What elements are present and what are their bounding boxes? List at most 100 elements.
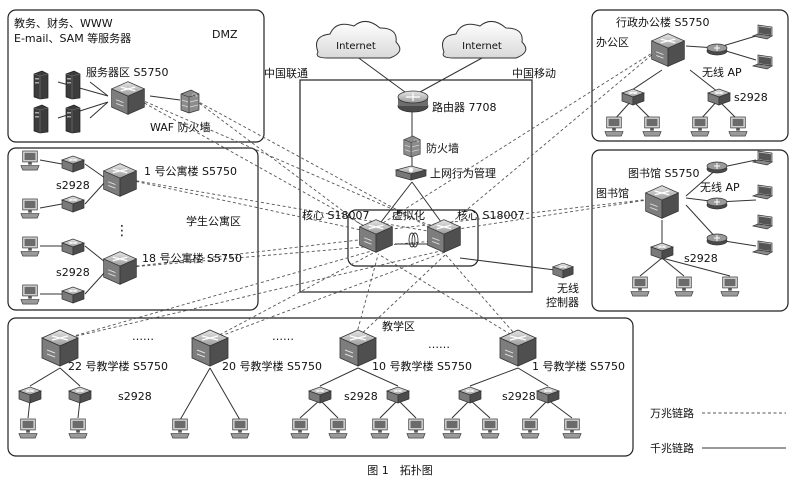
teaching-access-label-3: s2928 bbox=[502, 390, 536, 403]
legend-ten-gig-label: 万兆链路 bbox=[650, 406, 694, 420]
access-switch-icon bbox=[68, 386, 92, 404]
teaching-1-switch-icon bbox=[499, 329, 537, 367]
pc-icon bbox=[442, 418, 462, 439]
dorm-ellipsis: ⋮ bbox=[115, 223, 129, 239]
library-switch-icon bbox=[644, 185, 680, 219]
teaching-access-label-1: s2928 bbox=[118, 390, 152, 403]
router-icon bbox=[397, 90, 429, 113]
dorm-18-label: 18 号公寓楼 S5750 bbox=[142, 251, 242, 265]
pc-icon bbox=[20, 284, 40, 305]
pc-icon bbox=[230, 418, 250, 439]
teaching-22-label: 22 号教学楼 S5750 bbox=[68, 359, 168, 373]
dmz-label-line2: E-mail、SAM 等服务器 bbox=[14, 31, 131, 45]
pc-icon bbox=[18, 418, 38, 439]
pc-icon bbox=[290, 418, 310, 439]
laptop-icon bbox=[752, 240, 773, 256]
admin-ap-label: 无线 AP bbox=[702, 65, 742, 79]
access-switch-icon bbox=[536, 386, 560, 404]
core-switch-right-icon bbox=[426, 219, 462, 253]
dorm-access-label-1: s2928 bbox=[56, 179, 90, 192]
firewall-label: 防火墙 bbox=[426, 141, 459, 155]
wireless-controller-icon bbox=[552, 262, 574, 279]
internet-cloud-1: Internet bbox=[316, 21, 401, 59]
library-area-label: 图书馆 bbox=[596, 186, 629, 200]
teaching-10-label: 10 号教学楼 S5750 bbox=[372, 359, 472, 373]
admin-building-label: 行政办公楼 S5750 bbox=[616, 15, 709, 29]
laptop-icon bbox=[752, 150, 773, 166]
access-switch-icon bbox=[621, 88, 645, 106]
isp-unicom-label: 中国联通 bbox=[264, 67, 308, 80]
library-ap-icon bbox=[706, 233, 728, 246]
teaching-10-switch-icon bbox=[339, 329, 377, 367]
dorm-access-label-2: s2928 bbox=[56, 266, 90, 279]
pc-icon bbox=[630, 276, 650, 297]
teaching-ellipsis-1: …… bbox=[132, 330, 154, 343]
dorm-1-switch-icon bbox=[102, 163, 137, 197]
laptop-icon bbox=[752, 184, 773, 200]
dmz-label-line1: 教务、财务、WWW bbox=[14, 16, 113, 30]
pc-icon bbox=[20, 198, 40, 219]
pc-icon bbox=[604, 116, 624, 137]
admin-zone-box bbox=[591, 9, 789, 142]
server-switch-icon bbox=[110, 80, 145, 115]
admin-access-label: s2928 bbox=[734, 91, 768, 104]
library-ap-icon bbox=[706, 161, 728, 174]
pc-icon bbox=[720, 276, 740, 297]
waf-label: WAF 防火墙 bbox=[150, 120, 211, 134]
access-switch-icon bbox=[61, 195, 85, 213]
legend-gig-label: 千兆链路 bbox=[650, 441, 694, 455]
gig-links bbox=[27, 35, 757, 421]
pc-icon bbox=[370, 418, 390, 439]
pc-icon bbox=[328, 418, 348, 439]
figure-caption: 图 1 拓扑图 bbox=[367, 463, 433, 477]
server-icon bbox=[33, 104, 49, 134]
router-label: 路由器 7708 bbox=[432, 100, 497, 114]
server-icon bbox=[33, 70, 49, 100]
laptop-icon bbox=[752, 214, 773, 230]
access-switch-icon bbox=[61, 286, 85, 304]
library-ap-label: 无线 AP bbox=[700, 180, 740, 194]
server-switch-label: 服务器区 S5750 bbox=[86, 66, 168, 79]
teaching-20-label: 20 号教学楼 S5750 bbox=[222, 359, 322, 373]
wlc-label-1: 无线 bbox=[557, 281, 579, 295]
dmz-tag: DMZ bbox=[212, 28, 238, 41]
library-zone-box bbox=[591, 149, 789, 312]
dorm-1-label: 1 号公寓楼 S5750 bbox=[144, 164, 237, 178]
core-left-label: 核心 S18007 bbox=[302, 208, 369, 222]
cloud-1-label: Internet bbox=[336, 41, 376, 52]
access-switch-icon bbox=[61, 238, 85, 256]
pc-icon bbox=[480, 418, 500, 439]
core-switch-left-icon bbox=[358, 219, 394, 253]
virtualization-box bbox=[347, 209, 479, 267]
access-switch-icon bbox=[458, 386, 482, 404]
pc-icon bbox=[690, 116, 710, 137]
teaching-zone-box bbox=[7, 317, 634, 457]
behavior-label: 上网行为管理 bbox=[430, 166, 496, 180]
admin-area-label: 办公区 bbox=[596, 36, 629, 49]
teaching-ellipsis-2: …… bbox=[272, 330, 294, 343]
behavior-manager-icon bbox=[395, 165, 427, 181]
laptop-icon bbox=[752, 54, 773, 70]
library-building-label: 图书馆 S5750 bbox=[628, 166, 699, 180]
teaching-area-label: 教学区 bbox=[382, 319, 415, 333]
access-switch-icon bbox=[386, 386, 410, 404]
admin-ap-icon bbox=[706, 43, 728, 56]
laptop-icon bbox=[752, 24, 773, 40]
library-ap-icon bbox=[706, 197, 728, 210]
wlc-label-2: 控制器 bbox=[546, 295, 579, 309]
server-icon bbox=[65, 104, 81, 134]
pc-icon bbox=[20, 236, 40, 257]
cloud-2-label: Internet bbox=[462, 41, 502, 52]
dmz-zone-box bbox=[7, 9, 265, 143]
server-icon bbox=[65, 70, 81, 100]
dorm-zone-box bbox=[7, 147, 259, 311]
pc-icon bbox=[406, 418, 426, 439]
access-switch-icon bbox=[650, 242, 674, 260]
virtualization-label: 虚拟化 bbox=[392, 208, 425, 222]
pc-icon bbox=[642, 116, 662, 137]
access-switch-icon bbox=[18, 386, 42, 404]
pc-icon bbox=[68, 418, 88, 439]
legend: 万兆链路 千兆链路 bbox=[650, 406, 786, 455]
